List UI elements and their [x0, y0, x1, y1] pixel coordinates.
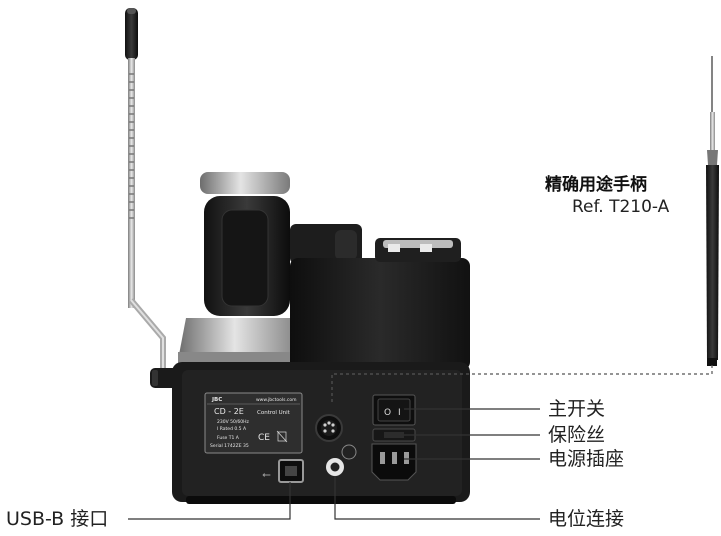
weee-icon	[277, 431, 287, 442]
plate-brand: JBC	[211, 397, 222, 403]
iron-holder	[178, 172, 362, 364]
main-power-switch[interactable]: O I	[372, 394, 416, 426]
equipotential-socket[interactable]	[326, 444, 357, 476]
plate-unit-type: Control Unit	[257, 410, 291, 416]
usb-b-port[interactable]: ⭠	[262, 459, 304, 483]
plate-current: I Rated 0.5 A	[217, 426, 247, 432]
ce-mark: CE	[258, 433, 270, 443]
plate-fuse: Fuse T1 A	[217, 435, 240, 441]
label-power-socket: 电源插座	[548, 448, 625, 470]
plate-voltage: 230V 50/60Hz	[217, 419, 249, 425]
leader-potential	[334, 476, 540, 520]
switch-on-mark: I	[398, 408, 401, 418]
plate-serial: Serial 1742ZE 35	[210, 443, 249, 449]
equipotential-symbol-icon	[341, 444, 357, 460]
label-potential-connection: 电位连接	[548, 508, 625, 530]
label-main-switch: 主开关	[548, 398, 606, 420]
switch-off-mark: O	[384, 408, 391, 418]
label-fuse: 保险丝	[548, 424, 606, 446]
label-usb-b: USB-B 接口	[6, 508, 109, 530]
plate-model: CD - 2E	[214, 407, 244, 416]
plate-website: www.jbctools.com	[256, 397, 297, 403]
rating-plate: JBC www.jbctools.com CD - 2E Control Uni…	[204, 392, 303, 454]
leader-usb	[128, 482, 291, 520]
handpiece-illustration	[706, 56, 719, 366]
support-rod	[125, 8, 178, 388]
power-inlet[interactable]	[371, 443, 417, 481]
handpiece-name: 精确用途手柄	[545, 175, 647, 195]
din-connector[interactable]	[315, 414, 343, 442]
handpiece-ref: Ref. T210-A	[572, 197, 670, 217]
handpiece-cable-path	[331, 365, 713, 404]
usb-icon: ⭠	[262, 468, 271, 481]
